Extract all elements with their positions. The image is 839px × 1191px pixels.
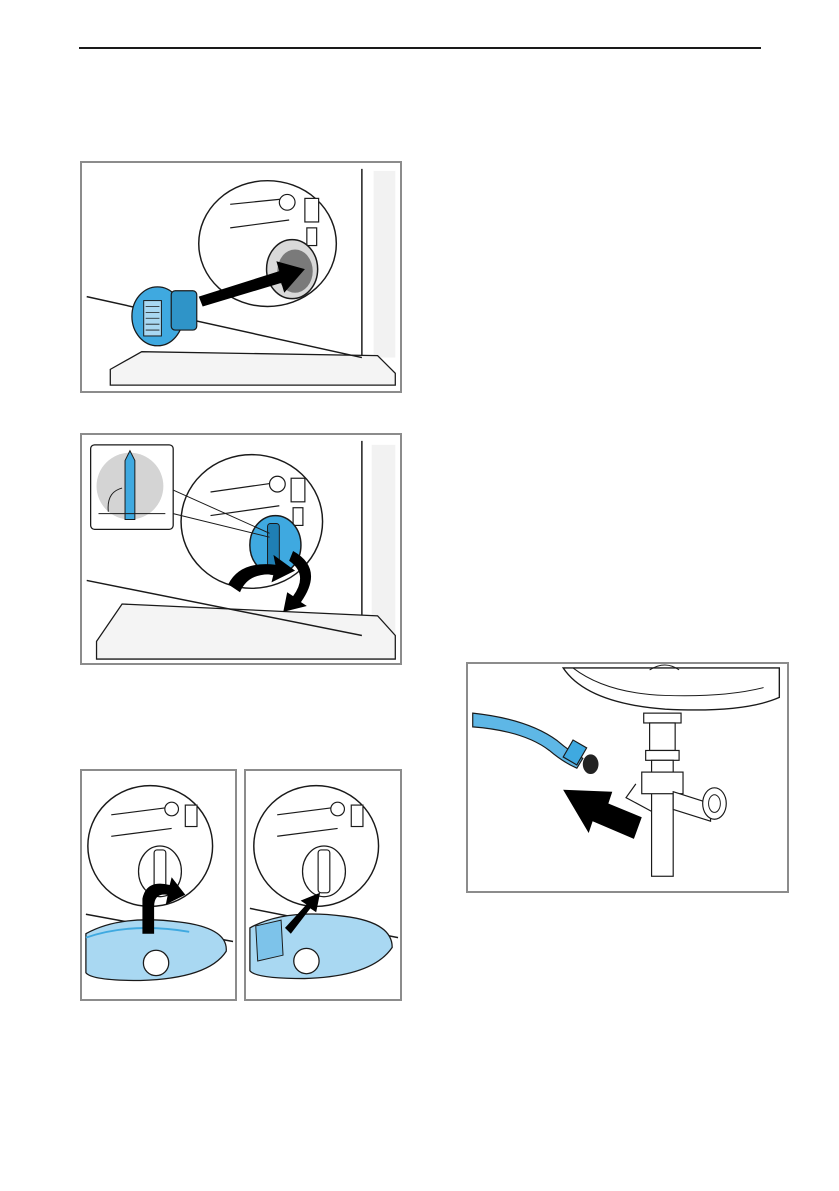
top-rule (79, 47, 761, 49)
drain-hose-icon (473, 713, 599, 774)
filter-detail-inset (91, 445, 174, 530)
pump-filter-insert-drawing (82, 163, 400, 391)
drain-hose-connect-illustration (466, 662, 789, 893)
push-arrow-icon (563, 790, 642, 839)
step-badge-number (295, 952, 321, 978)
pump-filter-tighten-illustration (80, 433, 402, 665)
drain-hose-drawing (468, 664, 787, 891)
service-flap-fit-step-1 (80, 769, 237, 1001)
pump-filter-insert-illustration (80, 161, 402, 393)
pump-filter-icon (132, 287, 197, 346)
siphon-icon (626, 713, 726, 876)
service-flap-fit-step-2 (244, 769, 402, 1001)
service-flap-step2-drawing (246, 771, 400, 999)
step-badge-number (145, 954, 171, 980)
pump-filter-tighten-drawing (82, 435, 400, 663)
